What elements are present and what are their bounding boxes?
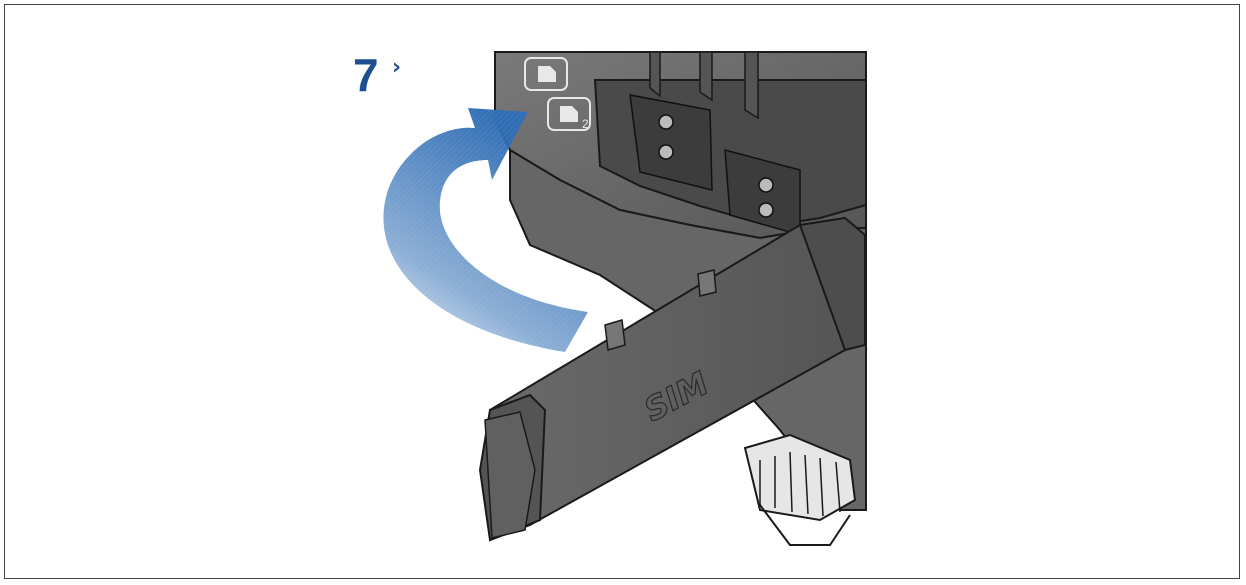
step-number: 7 [353, 49, 379, 101]
connector [743, 433, 857, 546]
step-marker-icon: › [392, 55, 402, 80]
sim-cover: SIM [478, 216, 866, 542]
sim-holders [629, 94, 801, 236]
slot-number-label: 2 [582, 117, 589, 131]
sim-slot-1-icon [524, 57, 568, 91]
rotate-arrow-icon [383, 108, 588, 352]
sim-slot-2-icon: 2 [547, 97, 591, 131]
